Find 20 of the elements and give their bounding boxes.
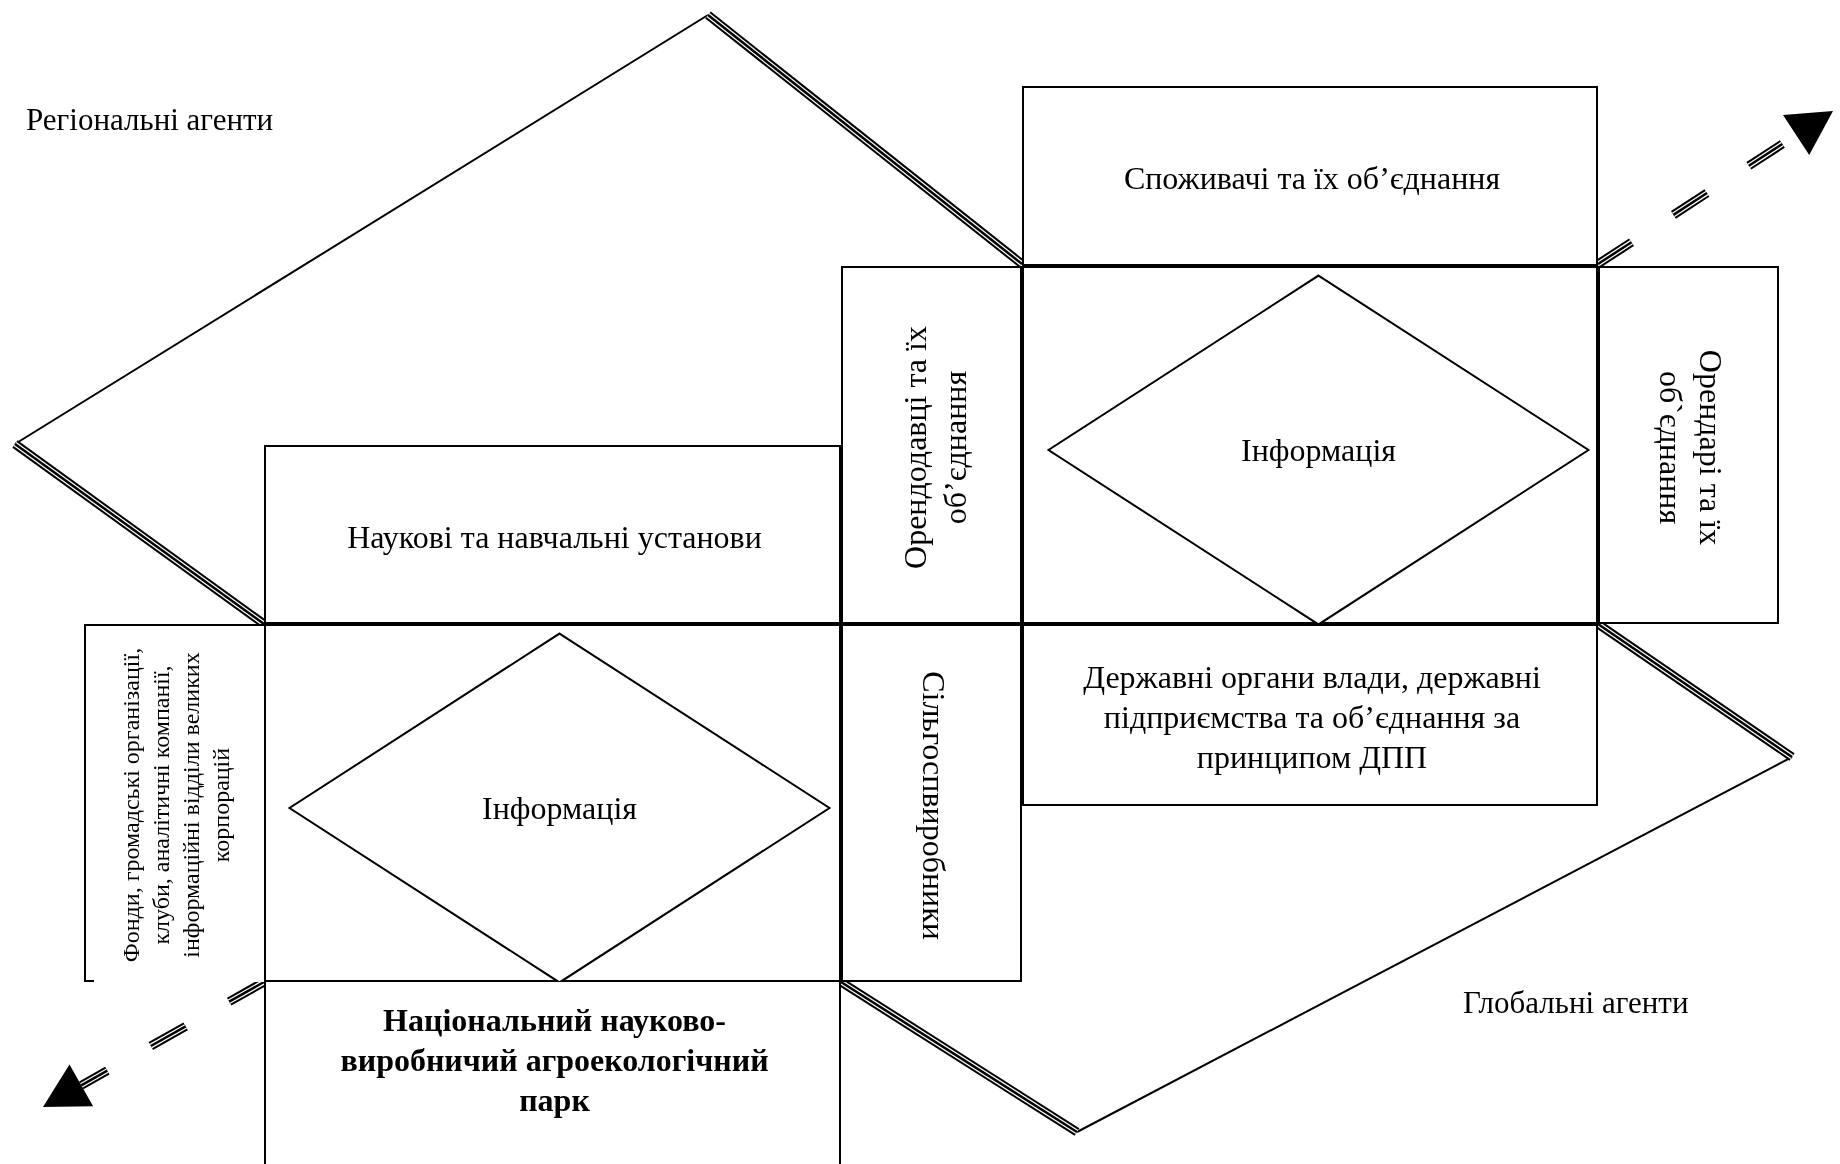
node-label: Інформація [1241,431,1396,470]
node-label: Сільгоспвиробники [914,670,953,940]
title-text: Національний науково-виробничий агроекологічний парк [339,1001,770,1120]
region-label: Регіональні агенти [26,102,274,138]
region-label: Глобальні агенти [1463,985,1689,1021]
box [264,445,841,624]
box [841,624,1022,982]
box [1598,266,1779,624]
node-label: Орендодавці та їх об’єднання [894,324,973,571]
box [1022,624,1598,806]
node-label: Державні органи влади, державні підприємства та об’єднання за принципом ДПП [1082,658,1542,777]
node-label: Споживачі та їх об’єднання [1123,159,1501,198]
box [264,982,841,1164]
node-label: Орендарі та їх об`єднання [1651,348,1730,547]
box [1022,86,1598,266]
node-label: Інформація [482,789,637,828]
box [84,624,264,982]
node-label: Наукові та навчальні установи [347,517,762,557]
box [841,266,1022,624]
node-label: Фонди, громадські організації, клуби, аналітичні компанії, інформаційні відділи великих корпорацій [117,646,235,965]
